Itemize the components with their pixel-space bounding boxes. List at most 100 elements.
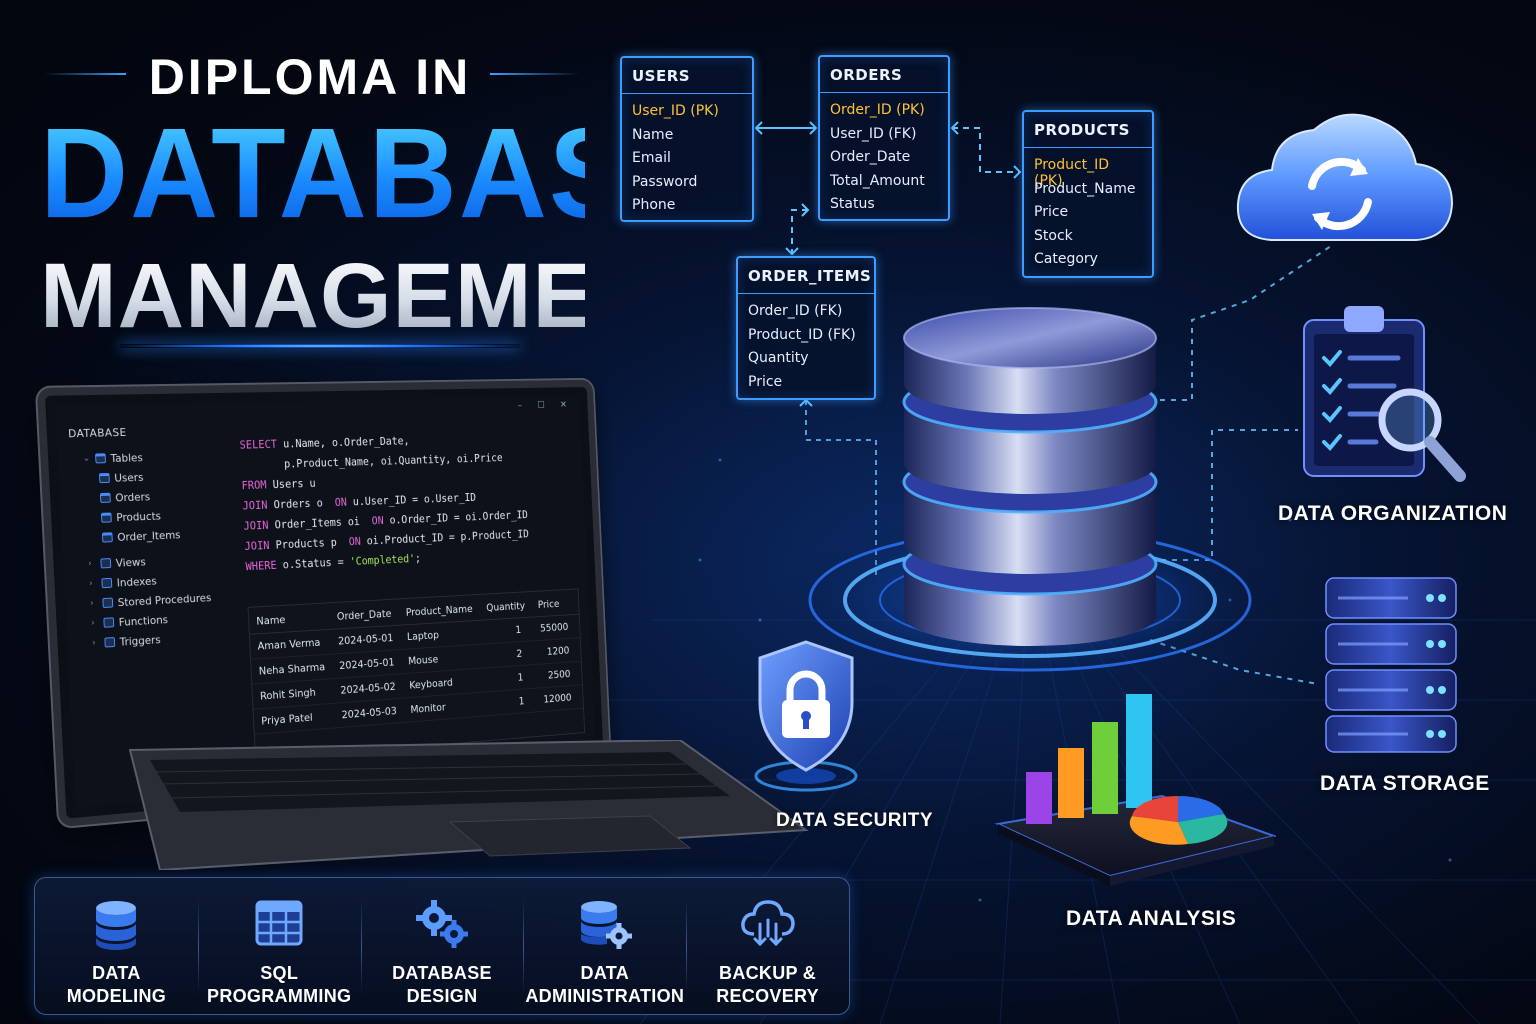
- sql-keyword: JOIN: [244, 538, 270, 553]
- table-cell: 55000: [532, 614, 580, 641]
- er-field: Quantity: [738, 347, 874, 371]
- topic-label: DATABASE DESIGN: [362, 962, 522, 1008]
- results-table: Name Order_Date Product_Name Quantity Pr…: [248, 589, 583, 734]
- table-icon: [100, 493, 111, 503]
- sql-text: u.Name, o.Order_Date,: [277, 434, 410, 451]
- er-field: Total_Amount: [820, 170, 948, 194]
- topic-label-line: DESIGN: [407, 986, 478, 1006]
- sql-keyword: ON: [371, 514, 384, 528]
- table-cell: Monitor: [403, 692, 485, 722]
- er-table-products: PRODUCTS Product_ID (PK) Product_Name Pr…: [1022, 110, 1154, 278]
- er-table-title: PRODUCTS: [1024, 112, 1152, 148]
- table-icon: [101, 513, 112, 523]
- table-icon: [102, 532, 113, 542]
- topic-label-line: SQL: [260, 963, 298, 983]
- sql-text: Order_Items oi: [268, 514, 372, 532]
- topic-label-line: ADMINISTRATION: [525, 986, 684, 1006]
- topic-label: BACKUP &RECOVERY: [688, 962, 848, 1008]
- tree-label: Triggers: [119, 633, 161, 648]
- er-field: Price: [738, 371, 874, 395]
- title-glow-line: [120, 344, 520, 348]
- topic-data-administration[interactable]: DATAADMINISTRATION: [523, 878, 686, 1014]
- results-grid[interactable]: Name Order_Date Product_Name Quantity Pr…: [248, 588, 586, 760]
- er-table-users: USERS User_ID (PK) Name Email Password P…: [620, 56, 754, 222]
- er-field: Phone: [622, 194, 752, 218]
- table-cell: 12000: [535, 685, 583, 712]
- topic-label-line: DATABASE: [392, 963, 492, 983]
- er-field: Name: [622, 124, 752, 148]
- label-data-security: DATA SECURITY: [776, 810, 933, 832]
- table-cell: 1200: [533, 638, 581, 665]
- sql-text: Products p: [269, 535, 349, 552]
- table-cell: 1: [480, 617, 533, 644]
- chevron-right-icon: ›: [88, 559, 96, 569]
- er-field-pk: Product_ID (PK): [1024, 154, 1152, 178]
- topic-label-line: RECOVERY: [716, 986, 819, 1006]
- clipboard-checklist-icon: [1298, 300, 1474, 496]
- table-cell: 1: [484, 688, 537, 716]
- column-header[interactable]: Quantity: [479, 592, 532, 620]
- sql-editor[interactable]: SELECT u.Name, o.Order_Date, p.Product_N…: [239, 427, 579, 577]
- table-grid-icon: [251, 896, 307, 952]
- er-field-pk: User_ID (PK): [622, 100, 752, 124]
- er-field: Status: [820, 193, 948, 217]
- tree-label: Orders: [115, 490, 150, 504]
- er-field: User_ID (FK): [820, 123, 948, 147]
- window-controls[interactable]: – ☐ ✕: [518, 400, 574, 411]
- cloud-download-icon: [740, 896, 796, 952]
- er-field: Product_Name: [1024, 178, 1152, 202]
- table-icon: [95, 453, 106, 463]
- table-cell: 2024-05-03: [334, 698, 404, 728]
- topic-label-line: DATA: [92, 963, 141, 983]
- server-rack-icon: [1318, 568, 1468, 758]
- topic-data-modeling[interactable]: DATA MODELING: [35, 878, 198, 1014]
- laptop-keyboard-base: [90, 740, 810, 870]
- sql-keyword: ON: [334, 495, 347, 509]
- er-field: Email: [622, 147, 752, 171]
- er-table-title: ORDERS: [820, 57, 948, 93]
- analytics-illustration: [992, 686, 1276, 898]
- view-icon: [100, 558, 111, 568]
- database-icon: [88, 896, 144, 952]
- topic-label: SQL PROGRAMMING: [199, 962, 359, 1008]
- sql-text: Orders o: [267, 496, 335, 512]
- tree-label: Products: [116, 509, 161, 523]
- er-table-order-items: ORDER_ITEMS Order_ID (FK) Product_ID (FK…: [736, 256, 876, 400]
- sql-keyword: JOIN: [242, 498, 268, 512]
- table-cell: 2500: [534, 661, 582, 688]
- tree-label: Users: [114, 470, 144, 484]
- topic-database-design[interactable]: DATABASE DESIGN: [361, 878, 524, 1014]
- title-database: DATABASE: [40, 109, 585, 237]
- database-gear-icon: [577, 896, 633, 952]
- tree-label: Tables: [110, 451, 143, 465]
- sql-keyword: ON: [348, 534, 361, 548]
- label-data-organization: DATA ORGANIZATION: [1278, 502, 1507, 526]
- table-cell: Priya Patel: [253, 703, 335, 734]
- cloud-sync-icon: [1232, 104, 1458, 248]
- er-field: Product_ID (FK): [738, 324, 874, 348]
- topic-label-line: MODELING: [67, 986, 166, 1006]
- sidebar-title: DATABASE: [68, 426, 127, 440]
- er-field-pk: Order_ID (PK): [820, 99, 948, 123]
- topic-label: DATA MODELING: [36, 962, 196, 1008]
- table-icon: [99, 473, 110, 483]
- sql-keyword: FROM: [241, 478, 267, 492]
- er-field: Order_Date: [820, 146, 948, 170]
- topic-label-line: PROGRAMMING: [207, 986, 351, 1006]
- sql-text: oi.Product_ID = p.Product_ID: [360, 527, 529, 547]
- er-field: Price: [1024, 201, 1152, 225]
- sql-keyword: JOIN: [243, 518, 269, 532]
- sql-text: p.Product_Name, oi.Quantity, oi.Price: [240, 451, 503, 472]
- tree-label: Views: [115, 555, 146, 569]
- sql-text: o.Status =: [276, 555, 350, 572]
- er-table-orders: ORDERS Order_ID (PK) User_ID (FK) Order_…: [818, 55, 950, 221]
- topics-bar: DATA MODELING SQL PROGRAMMING: [34, 877, 850, 1015]
- topic-backup-recovery[interactable]: BACKUP &RECOVERY: [686, 878, 849, 1014]
- column-header[interactable]: Price: [531, 589, 579, 617]
- chevron-right-icon: ›: [90, 598, 98, 608]
- topic-sql-programming[interactable]: SQL PROGRAMMING: [198, 878, 361, 1014]
- sql-text: u.User_ID = o.User_ID: [347, 491, 477, 509]
- er-field: Category: [1024, 248, 1152, 272]
- database-cylinder-icon: [890, 296, 1170, 652]
- sql-string: 'Completed': [349, 552, 415, 568]
